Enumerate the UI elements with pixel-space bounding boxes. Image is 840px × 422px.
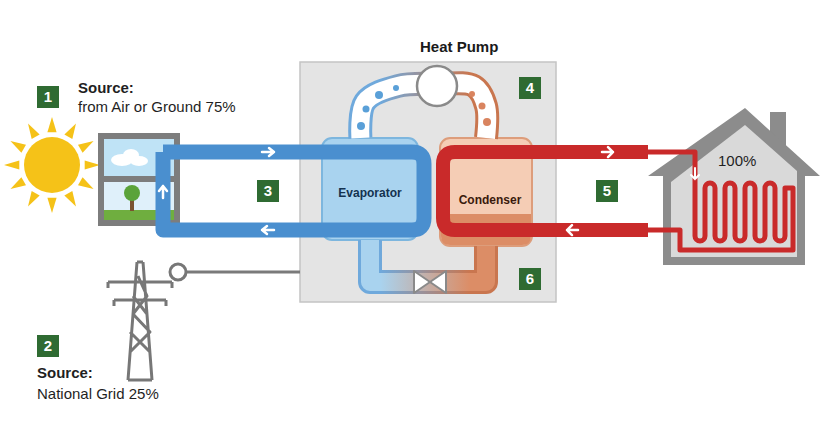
condenser-coil — [443, 152, 532, 230]
vapour-bubbles — [357, 85, 399, 130]
flow-arrow — [262, 226, 274, 234]
source-text: National Grid 25% — [37, 385, 159, 403]
flow-arrow — [691, 168, 699, 179]
condenser-box: Condenser — [440, 138, 532, 246]
source-heading: Source: — [78, 79, 134, 97]
radiator-coil — [648, 152, 793, 250]
pylon — [108, 262, 172, 380]
pipe-connector — [532, 147, 648, 157]
expansion-valve — [414, 271, 446, 293]
condenser-vessel — [440, 138, 532, 246]
callout-number: 2 — [37, 335, 59, 357]
cloud-part — [130, 156, 148, 166]
house-walls — [648, 108, 820, 265]
source-loop-pipe — [163, 152, 424, 230]
pipe — [532, 145, 648, 159]
source-heading: Source: — [37, 364, 93, 382]
sun-ray — [78, 177, 94, 189]
callout-number: 6 — [519, 268, 541, 290]
sun-ray — [47, 117, 56, 132]
bubble — [393, 85, 399, 91]
grid-connector — [170, 264, 186, 280]
compressor — [417, 66, 457, 106]
sun-disc — [24, 137, 80, 193]
power-wire — [178, 271, 300, 274]
bubble — [375, 91, 383, 99]
evaporator-box: Evaporator — [322, 138, 418, 240]
sun-ray — [10, 141, 26, 153]
house: 100% — [648, 108, 820, 268]
callout-number: 4 — [519, 77, 541, 99]
flow-arrow — [159, 186, 167, 198]
pipe-connector — [532, 225, 648, 235]
sun-ray — [78, 141, 94, 153]
sun-ray — [64, 191, 76, 207]
bubble — [357, 122, 365, 130]
tree-crown — [124, 185, 140, 201]
house-outline — [648, 108, 820, 268]
part-name: Evaporator — [322, 186, 418, 201]
part-name: Condenser — [448, 193, 532, 208]
pipe — [532, 223, 648, 237]
bubble — [469, 91, 475, 97]
percentage: 100% — [718, 152, 756, 170]
arrow-head — [567, 225, 578, 235]
sun-ray — [4, 160, 19, 169]
sun-ray — [64, 123, 76, 139]
cloud — [111, 149, 148, 166]
callout-number: 1 — [37, 86, 59, 108]
sun-ray — [47, 198, 56, 213]
hot-bubbles — [469, 91, 491, 126]
arrow-head — [602, 147, 613, 157]
pipe-connector — [370, 240, 486, 282]
sun — [4, 117, 100, 213]
sun-ray — [85, 160, 100, 169]
pipe — [370, 240, 486, 282]
sun-ray — [10, 177, 26, 189]
bubble — [479, 103, 486, 110]
heading: Heat Pump — [420, 38, 498, 56]
connectors — [360, 83, 648, 282]
source-text: from Air or Ground 75% — [78, 98, 236, 116]
flow-arrow — [262, 148, 274, 156]
bubble — [363, 106, 370, 113]
callout-number: 5 — [596, 180, 618, 202]
sun-ray — [28, 123, 40, 139]
sun-ray — [28, 191, 40, 207]
bubble — [483, 118, 491, 126]
heat-pump-box: Evaporator Condenser Heat Pump — [300, 36, 556, 302]
pipe — [370, 240, 486, 282]
callout-number: 3 — [257, 180, 279, 202]
